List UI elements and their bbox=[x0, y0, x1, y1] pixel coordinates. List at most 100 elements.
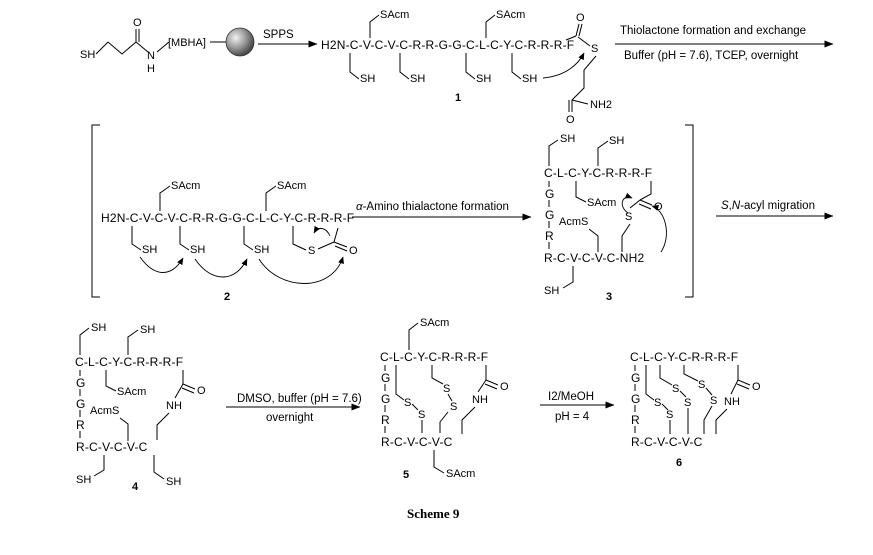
svg-text:G: G bbox=[631, 392, 641, 406]
compound-4-nh: NH bbox=[166, 400, 182, 412]
compound-4-sh-3: SH bbox=[76, 474, 91, 486]
svg-text:R: R bbox=[631, 413, 640, 427]
compound-3-sh-2: SH bbox=[609, 135, 624, 147]
compound-1-thioester-s: S bbox=[591, 43, 598, 55]
compound-5-sacm-2: SAcm bbox=[446, 468, 475, 480]
sn-s: S bbox=[721, 200, 729, 212]
starting-material: SH O N H [MBHA] bbox=[80, 17, 255, 75]
compound-5-nh: NH bbox=[472, 394, 488, 406]
compound-1: H2N-C-V-C-V-C-R-R-G-G-C-L-C-Y-C-R-R-R-F … bbox=[321, 9, 612, 126]
compound-2: H2N-C-V-C-V-C-R-R-G-G-C-L-C-Y-C-R-R-R-F … bbox=[101, 180, 358, 303]
compound-5-s-1: S bbox=[404, 397, 411, 409]
compound-6-s-1: S bbox=[654, 397, 661, 409]
compound-6-s-6: S bbox=[710, 395, 717, 407]
compound-4-bottom-chain: R-C-V-C-V-C bbox=[76, 440, 148, 454]
svg-text:R: R bbox=[381, 413, 390, 427]
bracket-left bbox=[91, 124, 100, 298]
compound-2-number: 2 bbox=[224, 291, 230, 303]
compound-4-o: O bbox=[197, 385, 206, 397]
compound-3-sh-1: SH bbox=[560, 133, 575, 145]
compound-4-acms: AcmS bbox=[90, 405, 119, 417]
svg-text:G: G bbox=[631, 371, 641, 385]
sn-n: N bbox=[732, 200, 741, 212]
step6-bottom-label: pH = 4 bbox=[555, 411, 590, 423]
step2-bottom-label: Buffer (pH = 7.6), TCEP, overnight bbox=[624, 50, 799, 62]
compound-5-s-2: S bbox=[418, 409, 425, 421]
compound-1-sh-2: SH bbox=[410, 73, 425, 85]
svg-text:G: G bbox=[381, 392, 391, 406]
start-carbonyl-o: O bbox=[133, 17, 142, 29]
compound-2-sacm-1: SAcm bbox=[171, 180, 200, 192]
step-iodine-oxidation: I2/MeOH pH = 4 bbox=[540, 391, 615, 423]
compound-2-sacm-2: SAcm bbox=[277, 180, 306, 192]
compound-5-top-chain: C-L-C-Y-C-R-R-R-F bbox=[380, 350, 488, 364]
compound-1-sh-3: SH bbox=[476, 73, 491, 85]
compound-1-sacm-2: SAcm bbox=[496, 9, 525, 21]
step5-bottom-label: overnight bbox=[266, 412, 314, 424]
step4-label: -acyl migration bbox=[740, 200, 815, 212]
bracket-right bbox=[685, 124, 694, 298]
compound-2-o: O bbox=[349, 245, 358, 257]
start-sh-label: SH bbox=[80, 49, 95, 61]
step6-top-label: I2/MeOH bbox=[548, 391, 594, 403]
step-thiolactone-exchange: Thiolactone formation and exchange Buffe… bbox=[615, 25, 834, 62]
compound-5-s-4: S bbox=[450, 401, 457, 413]
spps-label: SPPS bbox=[263, 29, 294, 41]
compound-2-sh-3: SH bbox=[254, 244, 269, 256]
compound-1-sacm-1: SAcm bbox=[380, 9, 409, 21]
compound-1-amide-o: O bbox=[566, 114, 575, 126]
compound-4-top-chain: C-L-C-Y-C-R-R-R-F bbox=[75, 355, 183, 369]
compound-1-sh-4: SH bbox=[522, 73, 537, 85]
compound-6: C-L-C-Y-C-R-R-R-F G G R R-C-V-C-V-C S S … bbox=[630, 350, 761, 469]
step-dmso-oxidation: DMSO, buffer (pH = 7.6) overnight bbox=[226, 393, 362, 424]
svg-text:G: G bbox=[76, 397, 86, 411]
resin-mbha-label: [MBHA] bbox=[168, 37, 206, 49]
compound-3-sh-3: SH bbox=[544, 285, 559, 297]
svg-text:G: G bbox=[545, 208, 555, 222]
compound-3-bottom-chain: R-C-V-C-V-C-NH2 bbox=[544, 251, 644, 265]
compound-5-sacm-1: SAcm bbox=[420, 317, 449, 329]
svg-text:S,N-acyl migration: S,N-acyl migration bbox=[721, 200, 815, 212]
compound-5-o: O bbox=[500, 381, 509, 393]
compound-4-sh-4: SH bbox=[166, 476, 181, 488]
compound-5-s-3: S bbox=[443, 383, 450, 395]
step-sn-acyl-migration: S,N-acyl migration bbox=[716, 200, 834, 220]
step2-top-label: Thiolactone formation and exchange bbox=[620, 25, 806, 37]
start-amide-n: N bbox=[147, 50, 155, 62]
compound-6-top-chain: C-L-C-Y-C-R-R-R-F bbox=[630, 350, 738, 364]
compound-4-sacm: SAcm bbox=[117, 386, 146, 398]
compound-2-sh-2: SH bbox=[190, 244, 205, 256]
compound-1-number: 1 bbox=[455, 92, 461, 104]
compound-6-o: O bbox=[752, 381, 761, 393]
compound-6-bottom-chain: R-C-V-C-V-C bbox=[631, 435, 703, 449]
scheme-caption: Scheme 9 bbox=[407, 506, 460, 521]
step3-label: -Amino thialactone formation bbox=[363, 201, 509, 213]
compound-3-number: 3 bbox=[606, 291, 612, 303]
compound-1-carbonyl-o: O bbox=[576, 12, 585, 24]
compound-4: C-L-C-Y-C-R-R-R-F SH SH SAcm G G R AcmS … bbox=[75, 322, 206, 493]
compound-2-sequence: H2N-C-V-C-V-C-R-R-G-G-C-L-C-Y-C-R-R-R-F bbox=[101, 211, 354, 225]
compound-4-sh-1: SH bbox=[91, 322, 106, 334]
svg-text:G: G bbox=[381, 371, 391, 385]
compound-6-s-2: S bbox=[666, 409, 673, 421]
compound-2-sh-1: SH bbox=[142, 244, 157, 256]
start-amide-h: H bbox=[147, 63, 155, 75]
compound-4-sh-2: SH bbox=[140, 324, 155, 336]
compound-6-s-4: S bbox=[684, 397, 691, 409]
compound-5-bottom-chain: R-C-V-C-V-C bbox=[381, 435, 453, 449]
compound-5-number: 5 bbox=[403, 469, 409, 481]
step5-top-label: DMSO, buffer (pH = 7.6) bbox=[237, 393, 362, 405]
compound-6-nh: NH bbox=[724, 396, 740, 408]
compound-3-sacm: SAcm bbox=[587, 197, 616, 209]
compound-5: C-L-C-Y-C-R-R-R-F SAcm G G R R-C-V-C-V-C… bbox=[380, 317, 509, 481]
compound-3-s: S bbox=[625, 211, 632, 223]
compound-1-sh-1: SH bbox=[360, 73, 375, 85]
compound-2-thioester-s: S bbox=[308, 245, 315, 257]
compound-6-s-3: S bbox=[672, 383, 679, 395]
compound-6-s-5: S bbox=[698, 379, 705, 391]
compound-3-acms: AcmS bbox=[559, 216, 588, 228]
svg-text:R: R bbox=[545, 229, 554, 243]
compound-3-top-chain: C-L-C-Y-C-R-R-R-F bbox=[544, 166, 652, 180]
alpha-symbol: α bbox=[356, 201, 363, 213]
